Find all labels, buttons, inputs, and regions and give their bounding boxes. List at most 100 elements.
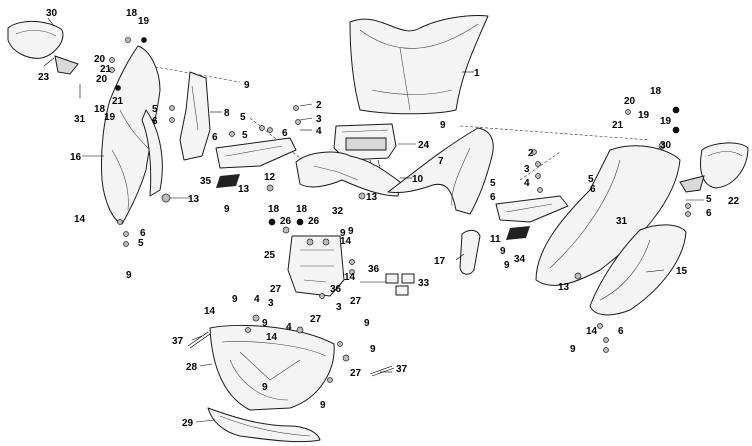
callout-12: 12 <box>264 172 276 183</box>
callout-9-upper-head: 9 <box>340 228 346 239</box>
callout-3-right: 3 <box>524 164 530 175</box>
callout-21-left: 21 <box>100 64 112 75</box>
callout-13-right: 13 <box>558 282 570 293</box>
strip-17-part <box>459 229 481 275</box>
callout-11: 11 <box>490 234 501 245</box>
callout-27-b: 27 <box>310 314 322 325</box>
callout-18-left-b: 18 <box>94 104 106 115</box>
callout-13-center-a: 13 <box>238 184 250 195</box>
callout-5-right-a: 5 <box>490 178 496 189</box>
callout-labels: 1 30 23 31 16 14 9 18 19 20 21 20 21 18 … <box>38 8 740 429</box>
callout-4-center: 4 <box>316 126 322 137</box>
callout-18-right-a: 18 <box>650 86 662 97</box>
callout-5-center-a: 5 <box>240 112 246 123</box>
callout-3-center: 3 <box>316 114 322 125</box>
spring-37-right-part <box>369 365 395 377</box>
callout-5-right-b: 5 <box>588 174 594 185</box>
callout-36-b: 36 <box>330 284 342 295</box>
callout-9-headlight-d: 9 <box>370 344 376 355</box>
callout-9-top-center: 9 <box>244 80 250 91</box>
callout-35: 35 <box>200 176 212 187</box>
callout-9-left-bottom: 9 <box>126 270 132 281</box>
callout-31-left: 31 <box>74 114 86 125</box>
right-bracket-part <box>495 195 569 223</box>
callout-9-headlight-f: 9 <box>320 400 326 411</box>
callout-19-top-left: 19 <box>138 16 150 27</box>
callout-22: 22 <box>728 196 740 207</box>
callout-34: 34 <box>514 254 526 265</box>
callout-26-a: 26 <box>280 216 292 227</box>
callout-36-a: 36 <box>368 264 380 275</box>
windshield-part <box>349 15 489 115</box>
callout-31-right: 31 <box>616 216 628 227</box>
callout-23: 23 <box>38 72 50 83</box>
right-mirror-part <box>679 142 749 193</box>
callout-13-left: 13 <box>188 194 200 205</box>
callout-37-right: 37 <box>396 364 408 375</box>
inner-left-panel-part <box>179 71 211 161</box>
callout-8: 8 <box>224 108 230 119</box>
callout-19-right-b: 19 <box>660 116 672 127</box>
callout-14-head-right: 14 <box>344 272 356 283</box>
callout-14-right: 14 <box>586 326 598 337</box>
callout-9-upper-head-b: 9 <box>348 226 354 237</box>
callout-9-headlight-b: 9 <box>262 318 268 329</box>
callout-27-d: 27 <box>350 368 362 379</box>
callout-9-headlight-a: 9 <box>232 294 238 305</box>
callout-16: 16 <box>70 152 82 163</box>
callout-18-center-b: 18 <box>296 204 308 215</box>
callout-26-b: 26 <box>308 216 320 227</box>
callout-9-right-bottom: 9 <box>570 344 576 355</box>
leader-lines <box>43 17 704 423</box>
callout-6-right-b: 6 <box>590 184 596 195</box>
callout-9-headlight-e: 9 <box>262 382 268 393</box>
center-cover-part <box>295 151 401 197</box>
callout-15: 15 <box>676 266 688 277</box>
callout-6-left-low: 6 <box>140 228 146 239</box>
callout-6-left: 6 <box>152 116 158 127</box>
spring-37-left-part <box>187 331 211 349</box>
left-bracket-part <box>215 137 297 169</box>
callout-20-right: 20 <box>624 96 636 107</box>
hardware-fasteners <box>109 37 691 383</box>
callout-32: 32 <box>332 206 344 217</box>
callout-24: 24 <box>418 140 430 151</box>
right-inner-panel-part <box>387 127 494 215</box>
callout-5-center-b: 5 <box>242 130 248 141</box>
callout-30-right: 30 <box>660 140 672 151</box>
callout-14-left: 14 <box>74 214 86 225</box>
callout-7: 7 <box>438 156 444 167</box>
callout-27-c: 27 <box>350 296 362 307</box>
callout-6-center-b: 6 <box>282 128 288 139</box>
callout-27-a: 27 <box>270 284 282 295</box>
callout-5-far-right: 5 <box>706 194 712 205</box>
headlight-part <box>209 324 335 411</box>
callout-9-center-low: 9 <box>224 204 230 215</box>
lower-cover-29-part <box>207 407 321 443</box>
callout-5-left-low: 5 <box>138 238 144 249</box>
pad-35-part <box>216 174 240 188</box>
callout-28: 28 <box>186 362 198 373</box>
callout-4-right: 4 <box>524 178 530 189</box>
callout-13-center-b: 13 <box>366 192 378 203</box>
callout-3-headlight: 3 <box>268 298 274 309</box>
labels-33-part <box>385 273 415 296</box>
callout-6-right-low: 6 <box>618 326 624 337</box>
callout-21-right-a: 21 <box>612 120 624 131</box>
right-side-cover-part <box>535 145 687 316</box>
instrument-cluster-part <box>333 123 397 169</box>
callout-29: 29 <box>182 418 194 429</box>
callout-18-center: 18 <box>268 204 280 215</box>
callout-9-right-top: 9 <box>440 120 446 131</box>
callout-4-headlight-b: 4 <box>286 322 292 333</box>
callout-33: 33 <box>418 278 430 289</box>
callout-4-headlight: 4 <box>254 294 260 305</box>
callout-14-headlight-b: 14 <box>266 332 278 343</box>
callout-6-center-a: 6 <box>212 132 218 143</box>
callout-18-top-left: 18 <box>126 8 138 19</box>
callout-2-right: 2 <box>528 148 534 159</box>
callout-6-far-right: 6 <box>706 208 712 219</box>
left-mirror-part <box>7 21 79 75</box>
pad-34-part <box>506 226 530 240</box>
